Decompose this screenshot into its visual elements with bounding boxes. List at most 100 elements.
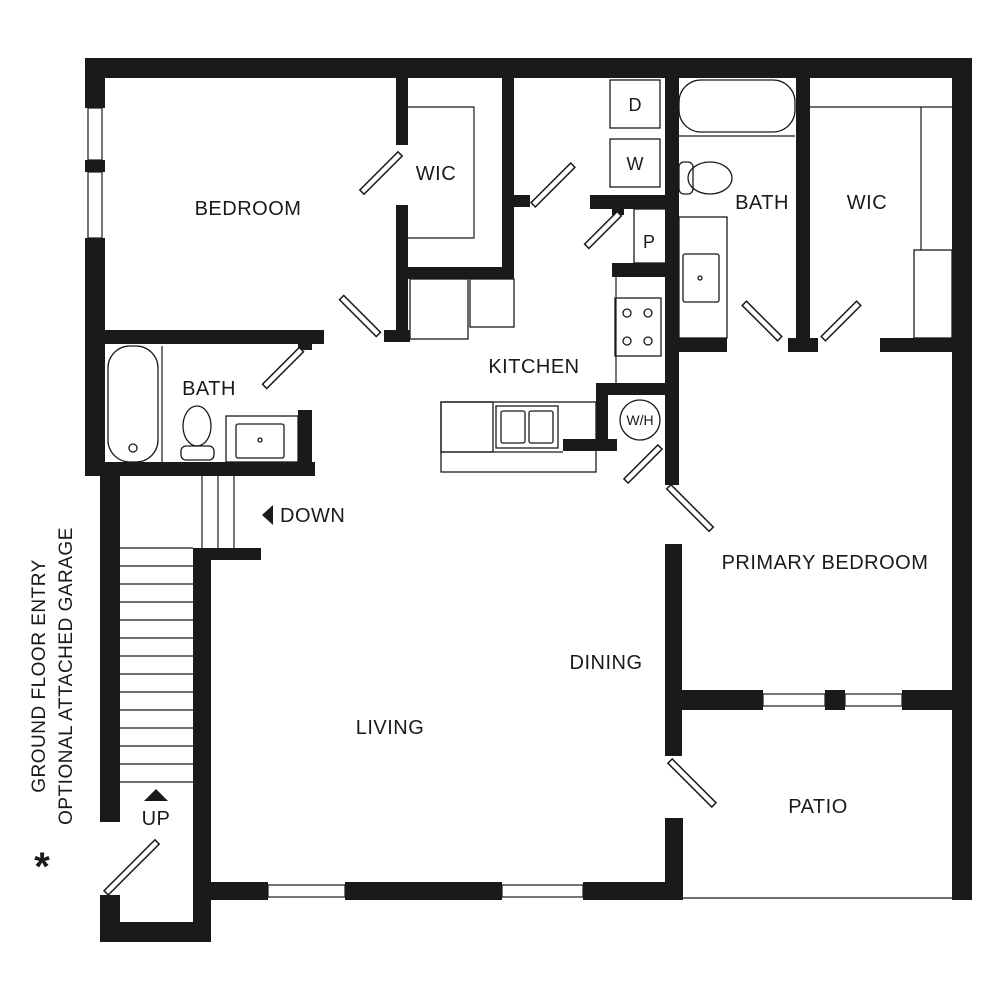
wall-wic-left-upper xyxy=(396,75,408,145)
door-bath-left xyxy=(261,346,305,390)
wall-bath-bottom xyxy=(665,338,727,352)
wall-left-bath-bottom xyxy=(85,462,315,476)
kitchen-sink xyxy=(495,405,559,449)
wall-left-upper-c xyxy=(85,238,105,476)
label-bedroom: BEDROOM xyxy=(195,198,302,220)
wall-pantry-top xyxy=(590,195,668,209)
door-entry xyxy=(102,838,161,897)
wall-wic-right-stub xyxy=(502,195,530,207)
window-primary-b xyxy=(844,693,903,707)
wall-bath-door-jamb xyxy=(298,342,312,350)
wall-primary-bottom-c xyxy=(902,690,972,710)
wall-stair-left xyxy=(100,476,120,822)
label-wic-left: WIC xyxy=(416,163,456,185)
window-living-b xyxy=(501,884,584,898)
washer xyxy=(609,138,661,188)
wall-primary-bottom-a xyxy=(665,690,763,710)
door-bath-right xyxy=(741,300,783,342)
sink-right xyxy=(678,216,728,339)
window-primary-a xyxy=(762,693,826,707)
label-patio: PATIO xyxy=(788,796,848,818)
wall-left-upper-b xyxy=(85,160,105,172)
label-down: DOWN xyxy=(280,505,345,527)
windows xyxy=(87,107,903,898)
label-kitchen: KITCHEN xyxy=(488,356,579,378)
bathtub-right xyxy=(678,79,796,133)
doors xyxy=(102,150,862,897)
label-up: UP xyxy=(142,808,171,830)
asterisk-icon: * xyxy=(34,845,50,889)
wall-bottom-a xyxy=(193,882,268,900)
cabinet-a xyxy=(409,278,469,340)
label-bath-right: BATH xyxy=(735,192,789,214)
kitchen-island xyxy=(440,401,597,473)
label-washer: W xyxy=(627,154,644,174)
sink-left xyxy=(225,415,299,463)
dryer xyxy=(609,79,661,129)
wall-wic-bottom-right xyxy=(880,338,960,352)
door-wic-right xyxy=(820,300,862,342)
window-bedroom-a xyxy=(87,107,103,161)
stairs-down xyxy=(201,476,235,548)
side-note-line2: OPTIONAL ATTACHED GARAGE xyxy=(56,527,77,825)
wall-bottom-c xyxy=(583,882,683,900)
door-wh xyxy=(622,443,664,485)
water-heater xyxy=(619,399,661,441)
label-dryer: D xyxy=(629,95,642,115)
door-primary xyxy=(665,483,715,533)
dishwasher xyxy=(440,401,494,453)
wall-stair-top-right xyxy=(193,548,261,560)
window-living-a xyxy=(267,884,346,898)
wall-bath-right xyxy=(298,410,312,476)
wall-pantry-left-stub xyxy=(612,205,624,215)
wall-kitchen-right xyxy=(665,75,679,485)
door-laundry xyxy=(530,162,576,208)
wall-wic-bottom xyxy=(396,267,514,279)
fixtures xyxy=(107,79,953,801)
wall-left-upper-a xyxy=(85,58,105,108)
wall-entry-left xyxy=(100,895,120,942)
wall-pantry-bottom xyxy=(612,263,668,277)
wall-wh-left xyxy=(596,383,608,451)
stove xyxy=(614,297,662,357)
wall-right xyxy=(952,58,972,900)
wall-bath-wic xyxy=(796,75,810,352)
label-wic-right: WIC xyxy=(847,192,887,214)
interior-walls xyxy=(100,75,972,900)
room-labels: BEDROOM WIC BATH KITCHEN BATH WIC PRIMAR… xyxy=(29,95,928,889)
door-wic-left xyxy=(358,150,404,196)
wall-bottom-b xyxy=(345,882,502,900)
label-pantry: P xyxy=(643,232,655,252)
label-bath-left: BATH xyxy=(182,378,236,400)
door-patio xyxy=(666,757,718,809)
label-water-heater: W/H xyxy=(626,412,653,428)
wall-bedroom-right-lower xyxy=(396,279,408,342)
side-note-line1: GROUND FLOOR ENTRY xyxy=(29,559,50,793)
wall-wic-left-lower xyxy=(396,205,408,285)
bathtub-left xyxy=(107,345,159,463)
wall-top xyxy=(85,58,972,78)
wall-primary-bottom-b xyxy=(825,690,845,710)
label-primary-bedroom: PRIMARY BEDROOM xyxy=(722,552,929,574)
wall-bath-wic-bottom xyxy=(788,338,818,352)
door-pantry xyxy=(583,210,623,250)
arrow-up-icon xyxy=(144,789,168,801)
wall-wic-right xyxy=(502,75,514,279)
wall-stair-right xyxy=(193,548,211,942)
wall-primary-left-lower xyxy=(665,544,682,756)
toilet-left xyxy=(182,405,212,447)
door-bedroom xyxy=(338,294,382,338)
label-dining: DINING xyxy=(570,652,643,674)
cabinet-b xyxy=(469,278,515,328)
window-bedroom-b xyxy=(87,171,103,239)
arrow-down-icon xyxy=(262,505,273,525)
exterior-walls xyxy=(85,58,972,942)
wic-shelf-left xyxy=(408,106,475,239)
wall-entry-bottom xyxy=(100,922,211,942)
wic-cabinet-right xyxy=(913,249,953,339)
wall-wh-top xyxy=(596,383,676,395)
label-living: LIVING xyxy=(356,717,425,739)
wall-bedroom-bath xyxy=(100,330,324,344)
wall-patio-left-lower xyxy=(665,818,683,900)
wall-wh-bottom xyxy=(563,439,617,451)
